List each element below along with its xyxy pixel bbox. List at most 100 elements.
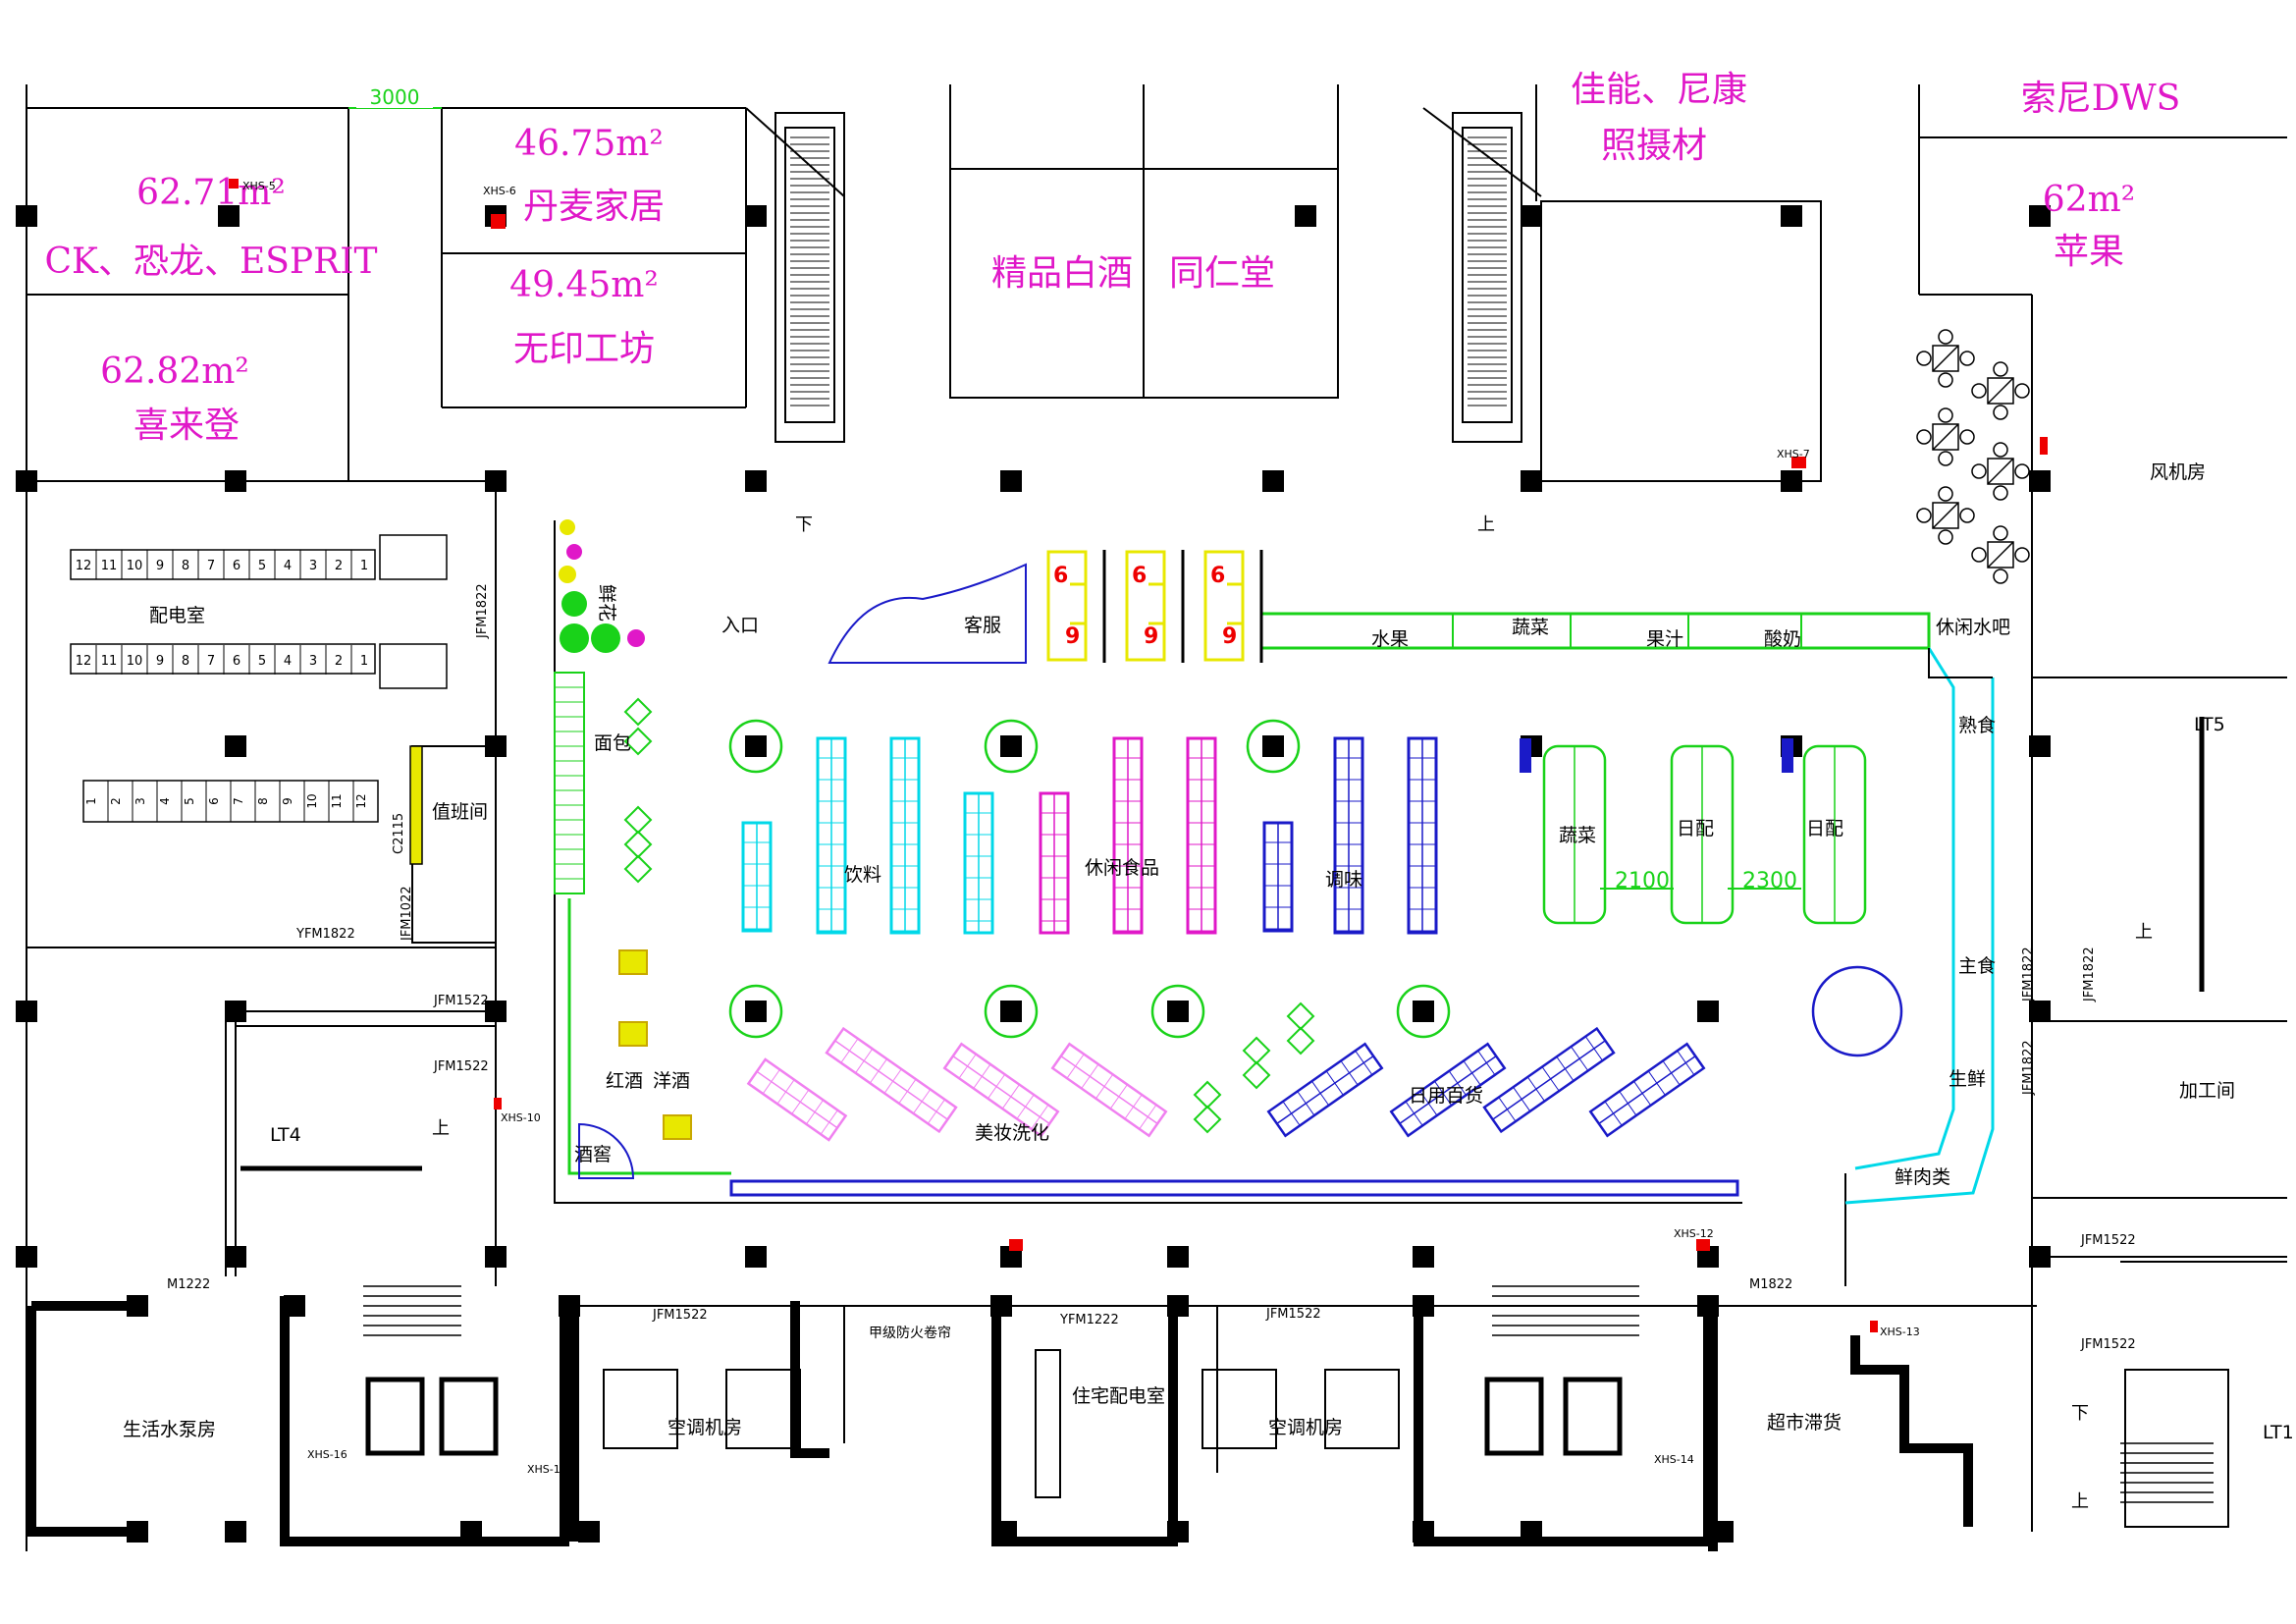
column [460, 1521, 482, 1543]
angled-gondola [746, 1057, 848, 1142]
column-ring [1246, 719, 1301, 774]
hydrant-label: XHS-6 [483, 185, 516, 197]
table-set [1916, 486, 1975, 545]
panel-number: 7 [232, 797, 245, 805]
column-ring [984, 984, 1039, 1039]
column [1712, 1521, 1734, 1543]
table-set [1916, 329, 1975, 388]
column [1697, 1246, 1719, 1268]
area-label: 熟食 [1958, 715, 1996, 736]
stair-up-label: 上 [1477, 514, 1495, 535]
panel-number: 3 [309, 654, 317, 669]
hydrant-labels: XHS-5 XHS-6 XHS-7 XHS-10 XHS-12 XHS-13 X… [242, 180, 1920, 1476]
dimension-labels: 2100 2300 [1600, 869, 1801, 893]
area-label: 入口 [721, 615, 759, 636]
column [2029, 735, 2051, 757]
column [1697, 1001, 1719, 1022]
column [485, 1001, 507, 1022]
walls [26, 84, 2287, 1551]
column-ring [1811, 965, 1903, 1057]
column [485, 470, 507, 492]
hydrant-label: XHS-15 [527, 1463, 567, 1476]
stair-down-label: 下 [2071, 1403, 2089, 1424]
table-set [1971, 525, 2030, 584]
panel-number: 7 [207, 559, 215, 573]
svg-text:9: 9 [1144, 624, 1158, 649]
hydrant-label: XHS-16 [307, 1448, 347, 1461]
area-label: 生鲜 [1949, 1068, 1986, 1090]
column-ring [728, 984, 783, 1039]
panel-number: 4 [284, 559, 292, 573]
room-label: 风机房 [2150, 461, 2206, 483]
panel-number: 12 [76, 654, 92, 669]
panel-number: 1 [84, 797, 98, 805]
column [225, 1246, 246, 1268]
column [2029, 1001, 2051, 1022]
column [1167, 1001, 1189, 1022]
column [1262, 470, 1284, 492]
display-diamond [1286, 1001, 1315, 1031]
door-label: M1222 [167, 1277, 210, 1292]
column [127, 1295, 148, 1317]
door-label: JFM1822 [2082, 947, 2097, 1002]
column [1413, 1246, 1434, 1268]
shop-name: 喜来登 [133, 406, 240, 446]
panel-number: 3 [309, 559, 317, 573]
door-label: JFM1522 [2080, 1233, 2136, 1248]
door-label: JFM1822 [475, 583, 490, 639]
panel-number: 11 [101, 654, 118, 669]
panel-number: 8 [182, 654, 189, 669]
display-diamond [1242, 1060, 1271, 1090]
column [1781, 470, 1802, 492]
panel-number: 1 [360, 559, 368, 573]
panel-number: 11 [101, 559, 118, 573]
column [16, 1246, 37, 1268]
door-label: YFM1822 [295, 927, 355, 942]
panel-number: 5 [258, 559, 266, 573]
column [2029, 205, 2051, 227]
area-label: 酒窖 [574, 1144, 612, 1165]
table-set [1971, 442, 2030, 501]
column-ring [984, 719, 1039, 774]
door-label: C2115 [392, 813, 406, 854]
shelf-unit [741, 821, 773, 933]
angled-gondola [1266, 1042, 1384, 1138]
display-diamond [1242, 1036, 1271, 1065]
column [485, 1246, 507, 1268]
panel-number: 5 [183, 797, 196, 805]
hydrant-label: XHS-13 [1880, 1326, 1920, 1338]
svg-text:6: 6 [1053, 564, 1068, 588]
panel-number: 1 [360, 654, 368, 669]
checkout-separators [1102, 550, 1263, 663]
column [284, 1295, 305, 1317]
shop-name: 索尼DWS [2021, 79, 2181, 119]
column [127, 1521, 148, 1543]
column [745, 470, 767, 492]
shop-area: 49.45m² [509, 265, 659, 305]
room-label: 配电室 [149, 605, 205, 626]
column [1000, 735, 1022, 757]
hydrant-label: XHS-5 [242, 180, 276, 192]
panel-number: 10 [305, 793, 319, 808]
table-set [1971, 361, 2030, 420]
area-label: 客服 [964, 615, 1001, 636]
column [1413, 1295, 1434, 1317]
shop-name: 丹麦家居 [523, 187, 665, 227]
door-label: JFM1522 [433, 1059, 489, 1074]
display-diamond [623, 697, 653, 727]
power-panels [70, 534, 448, 865]
column [1697, 1295, 1719, 1317]
svg-text:6: 6 [1210, 564, 1225, 588]
column [2029, 1246, 2051, 1268]
panel-number: 10 [127, 654, 143, 669]
display-diamond [1193, 1080, 1222, 1110]
area-label: 美妆洗化 [975, 1122, 1049, 1144]
shop-labels: 62.71m² CK、恐龙、ESPRIT 46.75m² 丹麦家居 49.45m… [45, 70, 2181, 446]
display-diamond [623, 727, 653, 756]
door-label: JFM1522 [1265, 1307, 1321, 1322]
column [16, 1001, 37, 1022]
shop-name: 佳能、尼康 [1571, 70, 1747, 110]
room-label: 超市滞货 [1767, 1412, 1842, 1434]
column-ring [728, 719, 783, 774]
column [745, 205, 767, 227]
